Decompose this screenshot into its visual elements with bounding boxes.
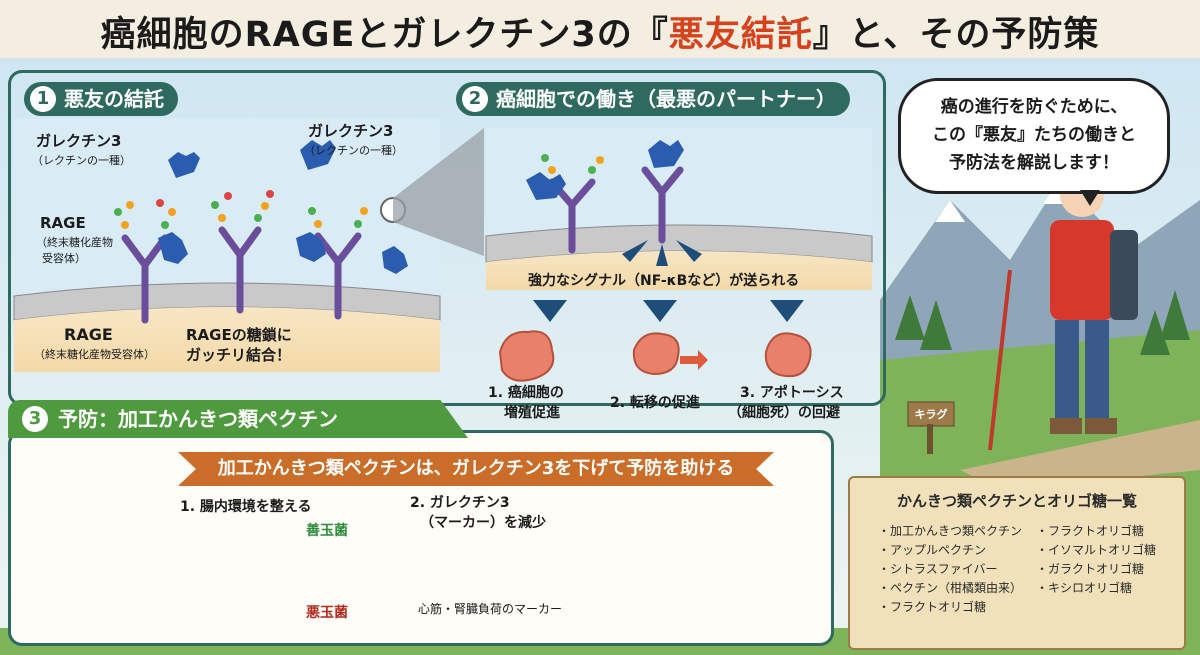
rage-upper-sub1: （終末糖化産物: [36, 236, 113, 249]
galectin-right-label: ガレクチン3: [308, 122, 394, 140]
list-item: ・ガラクトオリゴ糖: [1036, 562, 1145, 576]
outcome2-label: 2. 転移の促進: [610, 395, 700, 411]
list-right: ・フラクトオリゴ糖 ・イソマルトオリゴ糖 ・ガラクトオリゴ糖 ・キシロオリゴ糖: [1036, 522, 1156, 598]
galectin-right-sub: （レクチンの一種）: [304, 144, 403, 157]
pectin-list-panel: かんきつ類ペクチンとオリゴ糖一覧 ・加工かんきつ類ペクチン ・アップルペクチン …: [848, 476, 1186, 650]
speech-line-1: 癌の進行を防ぐために、: [940, 97, 1128, 117]
section1-heading: 悪友の結託: [64, 87, 164, 111]
rage-lower-label: RAGE: [64, 325, 113, 344]
list-item: ・フラクトオリゴ糖: [878, 600, 987, 614]
section3-number: 3: [22, 406, 48, 432]
signal-arrows: [533, 240, 804, 322]
step2-line1: 2. ガレクチン3: [410, 495, 510, 511]
title-prefix: 癌細胞のRAGEとガレクチン3の『: [100, 15, 669, 55]
bad-bacteria-label: 悪玉菌: [306, 605, 348, 621]
good-bacteria-label: 善玉菌: [306, 523, 348, 539]
binding-text-2: ガッチリ結合！: [186, 346, 292, 364]
bubble-tail: [1080, 190, 1100, 206]
rage-upper-label: RAGE: [40, 214, 86, 232]
rage-receptors: [121, 226, 362, 324]
section3-heading: 予防：加工かんきつ類ペクチン: [58, 407, 338, 431]
speech-bubble: 癌の進行を防ぐために、 この『悪友』たちの働きと 予防法を解説します！: [898, 78, 1170, 194]
list-item: ・イソマルトオリゴ糖: [1036, 543, 1157, 557]
hiker-illustration-right: [988, 170, 1138, 451]
list-item: ・加工かんきつ類ペクチン: [878, 524, 1023, 538]
trees: [895, 290, 1190, 355]
section2-badge: 2 癌細胞での働き（最悪のパートナー）: [456, 82, 850, 116]
list-item: ・シトラスファイバー: [878, 562, 998, 576]
section1-number: 1: [30, 85, 56, 112]
marker-note: 心筋・腎臓負荷のマーカー: [418, 602, 563, 616]
rage-upper-sub2: 受容体）: [42, 252, 86, 265]
section2-number: 2: [462, 85, 488, 112]
outcome1-line1: 1. 癌細胞の: [488, 385, 564, 401]
cancer-cells: [498, 330, 812, 382]
section2-heading: 癌細胞での働き（最悪のパートナー）: [496, 87, 836, 111]
list-item: ・ペクチン（柑橘類由来）: [878, 581, 1023, 595]
galectin3-hands-zoom: [526, 140, 684, 200]
section1-badge: 1 悪友の結託: [24, 82, 178, 116]
wooden-sign: [907, 401, 955, 427]
galectin3-hands: [158, 140, 408, 274]
title-highlight: 悪友結託: [668, 15, 813, 55]
list-item: ・フラクトオリゴ糖: [1036, 524, 1145, 538]
glycan-chains: [114, 190, 368, 229]
signal-text: 強力なシグナル（NF-κBなど）が送られる: [528, 273, 800, 289]
sign-text: キラグ: [914, 408, 948, 421]
outcome1-line2: 増殖促進: [504, 405, 560, 421]
list-left: ・加工かんきつ類ペクチン ・アップルペクチン ・シトラスファイバー ・ペクチン（…: [878, 522, 1022, 617]
binding-text-1: RAGEの糖鎖に: [186, 326, 292, 344]
upper-panel-frame: [8, 70, 886, 406]
list-title: かんきつ類ペクチンとオリゴ糖一覧: [896, 492, 1137, 510]
speech-line-3: 予防法を解説します！: [949, 153, 1119, 173]
section3-tab: [8, 400, 468, 438]
pectin-banner: 加工かんきつ類ペクチンは、ガレクチン3を下げて予防を助ける: [178, 452, 774, 486]
outcome3-line1: 3. アポトーシス: [740, 385, 844, 401]
speech-line-2: この『悪友』たちの働きと: [932, 125, 1136, 145]
outcome3-line2: （細胞死）の回避: [728, 405, 840, 421]
rage-lower-sub: （終末糖化産物受容体）: [34, 348, 155, 361]
list-item: ・アップルペクチン: [878, 543, 987, 557]
galectin-left-label: ガレクチン3: [36, 132, 122, 150]
galectin-left-sub: （レクチンの一種）: [32, 154, 131, 167]
list-item: ・キシロオリゴ糖: [1036, 581, 1133, 595]
title-suffix: 』と、その予防策: [812, 15, 1100, 55]
page-title: 癌細胞のRAGEとガレクチン3の『悪友結託』と、その予防策: [0, 6, 1200, 57]
step1-label: 1. 腸内環境を整える: [180, 499, 312, 515]
step2-line2: （マーカー）を減少: [420, 515, 546, 531]
panel1-membrane: [13, 118, 441, 372]
